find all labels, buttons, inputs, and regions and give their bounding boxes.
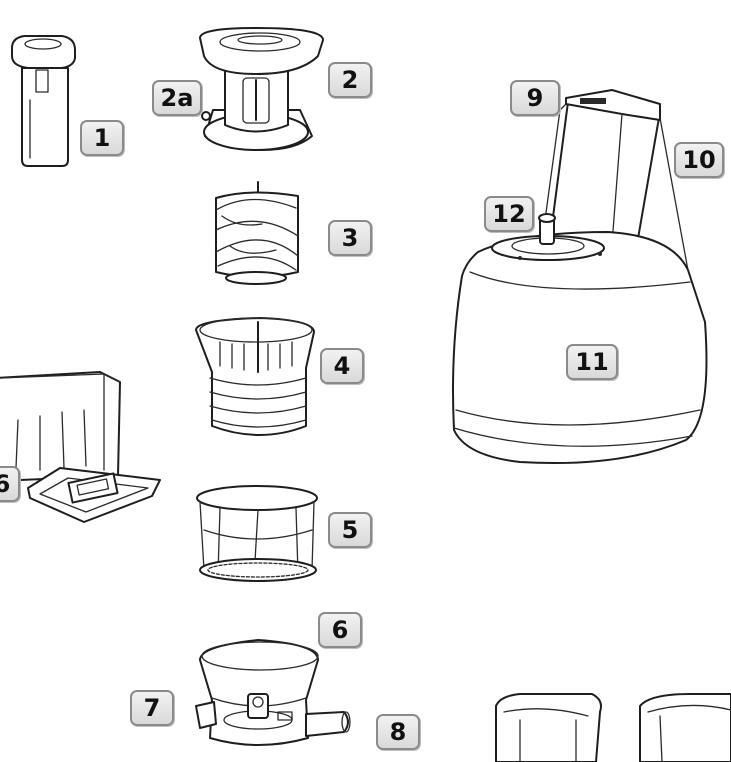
- label-part-10: 10: [674, 142, 724, 178]
- label-part-6: 6: [318, 612, 362, 648]
- label-part-2: 2: [328, 62, 372, 98]
- label-part-5: 5: [328, 512, 372, 548]
- label-part-11: 11: [566, 344, 618, 380]
- label-part-1: 1: [80, 120, 124, 156]
- filter-basket-part: [195, 317, 315, 436]
- label-part-12: 12: [484, 196, 534, 232]
- juicing-bowl-part: [195, 639, 351, 746]
- pusher-part: [11, 35, 76, 167]
- label-part-2a: 2a: [152, 80, 202, 116]
- label-part-7: 7: [130, 690, 174, 726]
- feeding-tube-lid-part: [199, 27, 324, 151]
- label-part-4: 4: [320, 348, 364, 384]
- label-part-8: 8: [376, 714, 420, 750]
- rotating-brush-part: [196, 485, 318, 582]
- label-part-3: 3: [328, 220, 372, 256]
- auger-part: [215, 181, 299, 285]
- motor-base-part: [452, 89, 708, 465]
- partial-assembly-views: [495, 693, 731, 762]
- pulp-container-part: [0, 371, 161, 523]
- label-part-9: 9: [510, 80, 560, 116]
- label-part-6-left: 6: [0, 466, 20, 502]
